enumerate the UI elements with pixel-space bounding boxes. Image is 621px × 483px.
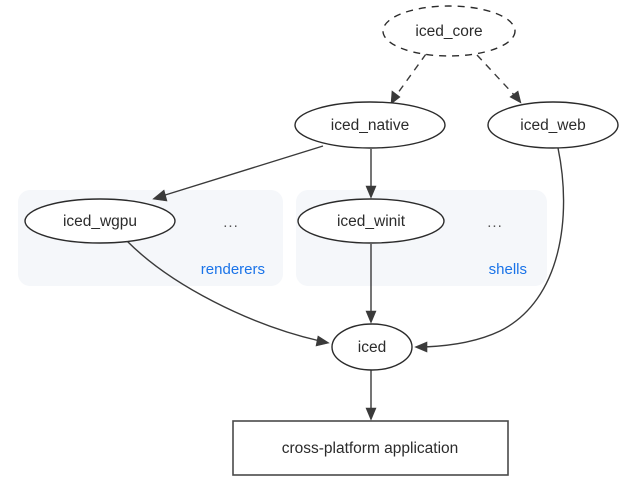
edge-iced-winit-to-iced — [365, 244, 377, 324]
iced-winit-ellipse — [297, 198, 445, 244]
application-label: cross-platform application — [282, 440, 459, 457]
iced-native-ellipse — [294, 101, 446, 149]
iced-ellipse — [331, 323, 413, 371]
iced-core-ellipse — [382, 5, 516, 57]
iced-label: iced — [358, 339, 386, 356]
cluster-label-shells: shells — [489, 261, 527, 278]
node-application[interactable]: cross-platform application — [232, 420, 509, 476]
edge-iced-to-application — [365, 370, 377, 421]
cluster-label-renderers: renderers — [201, 261, 265, 278]
edge-iced-core-to-iced-web — [476, 54, 522, 104]
edge-iced-native-to-iced-wgpu — [152, 145, 324, 202]
node-iced-wgpu[interactable]: iced_wgpu — [24, 198, 176, 244]
node-iced-core[interactable]: iced_core — [382, 5, 516, 57]
renderers-ellipsis: ... — [223, 214, 239, 231]
edge-iced-native-to-iced-winit — [365, 149, 377, 199]
node-iced[interactable]: iced — [331, 323, 413, 371]
iced-web-label: iced_web — [520, 117, 586, 134]
iced-web-ellipse — [487, 101, 619, 149]
edge-iced-wgpu-to-iced — [125, 239, 330, 347]
iced-native-label: iced_native — [331, 117, 409, 134]
iced-wgpu-label: iced_wgpu — [63, 213, 137, 230]
node-iced-native[interactable]: iced_native — [294, 101, 446, 149]
iced-winit-label: iced_winit — [337, 213, 406, 230]
node-iced-web[interactable]: iced_web — [487, 101, 619, 149]
iced-core-label: iced_core — [415, 23, 482, 40]
edge-iced-web-to-iced — [414, 147, 565, 353]
iced-wgpu-ellipse — [24, 198, 176, 244]
node-iced-winit[interactable]: iced_winit — [297, 198, 445, 244]
application-box — [232, 420, 509, 476]
edge-iced-core-to-iced-native — [390, 53, 427, 105]
shells-ellipsis: ... — [487, 214, 503, 231]
